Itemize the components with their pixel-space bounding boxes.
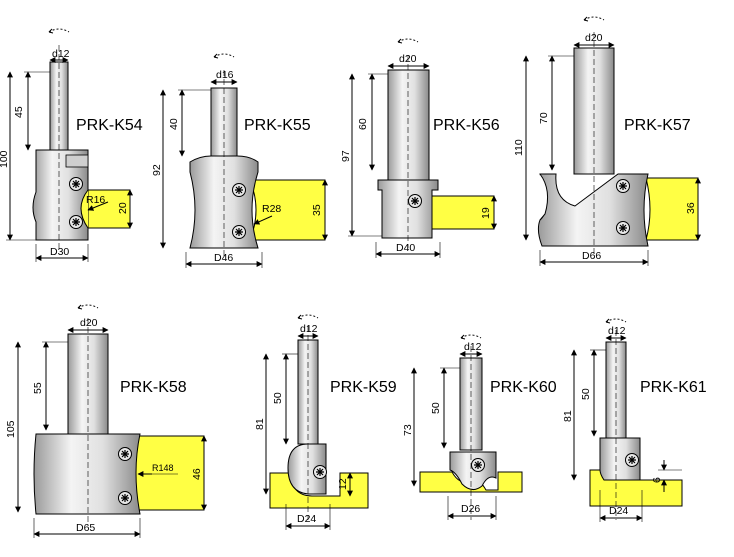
height-label: 12 <box>337 478 349 490</box>
height-label: 36 <box>685 202 697 214</box>
height-label: 46 <box>191 468 203 480</box>
total-length-label: 97 <box>340 150 352 162</box>
height-label: 20 <box>117 202 129 214</box>
height-label: 35 <box>311 204 323 216</box>
radius-label: R148 <box>152 463 174 473</box>
shank-length-label: 50 <box>580 388 592 400</box>
diameter-label: D30 <box>50 246 69 258</box>
tool-prk-k59: d12 50 81 D24 12 PRK-K59 <box>254 314 397 530</box>
shank-length-label: 40 <box>168 118 180 130</box>
tool-code: PRK-K61 <box>640 379 707 396</box>
shank-length-label: 70 <box>538 112 550 124</box>
tool-code: PRK-K59 <box>330 379 397 396</box>
tool-prk-k56: d20 60 97 D40 19 PRK-K56 <box>340 38 500 258</box>
shank-label: d20 <box>585 32 603 44</box>
diameter-label: D26 <box>461 503 480 515</box>
total-length-label: 81 <box>562 410 574 422</box>
height-label: 6 <box>651 477 663 483</box>
total-length-label: 73 <box>402 424 414 436</box>
tool-code: PRK-K57 <box>624 117 691 134</box>
total-length-label: 81 <box>254 418 266 430</box>
tool-prk-k58: d20 55 105 D65 46 R148 PRK-K58 <box>5 304 207 538</box>
shank-label: d20 <box>399 53 417 65</box>
shank-label: d16 <box>216 69 234 81</box>
total-length-label: 110 <box>513 139 525 156</box>
shank-length-label: 55 <box>32 382 44 394</box>
shank-label: d12 <box>464 341 482 353</box>
shank-label: d12 <box>300 323 318 335</box>
diameter-label: D66 <box>582 250 601 262</box>
shank-label: d12 <box>608 325 626 337</box>
diameter-label: D40 <box>396 242 415 254</box>
shank-label: d20 <box>80 317 98 329</box>
tool-code: PRK-K55 <box>244 117 311 134</box>
shank-length-label: 60 <box>357 118 369 130</box>
shank-length-label: 50 <box>272 392 284 404</box>
radius-label: R16 <box>86 194 105 206</box>
tool-prk-k61: d12 50 81 D24 6 PRK-K61 <box>562 318 707 522</box>
diameter-label: D65 <box>76 522 95 534</box>
tool-prk-k57: d20 70 110 D66 36 PRK-K57 <box>513 16 701 266</box>
tool-code: PRK-K58 <box>120 379 187 396</box>
total-length-label: 100 <box>0 150 10 168</box>
total-length-label: 92 <box>151 164 163 176</box>
tool-prk-k60: d12 50 73 D26 PRK-K60 <box>402 334 557 520</box>
tool-prk-k55: d16 40 92 D46 35 R28 PRK-K55 <box>151 53 328 268</box>
diameter-label: D46 <box>214 252 233 264</box>
shank-label: d12 <box>52 48 70 60</box>
height-label: 19 <box>480 207 492 219</box>
tool-code: PRK-K56 <box>433 117 500 134</box>
tool-prk-k54: d12 45 100 D30 20 R16 PRK-K54 <box>0 28 143 262</box>
shank-length-label: 50 <box>430 402 442 414</box>
diameter-label: D24 <box>297 513 316 525</box>
diameter-label: D24 <box>609 505 628 517</box>
tool-code: PRK-K54 <box>76 117 143 134</box>
total-length-label: 105 <box>5 420 17 438</box>
radius-label: R28 <box>262 203 281 215</box>
shank-length-label: 45 <box>13 106 25 118</box>
tool-code: PRK-K60 <box>490 379 557 396</box>
